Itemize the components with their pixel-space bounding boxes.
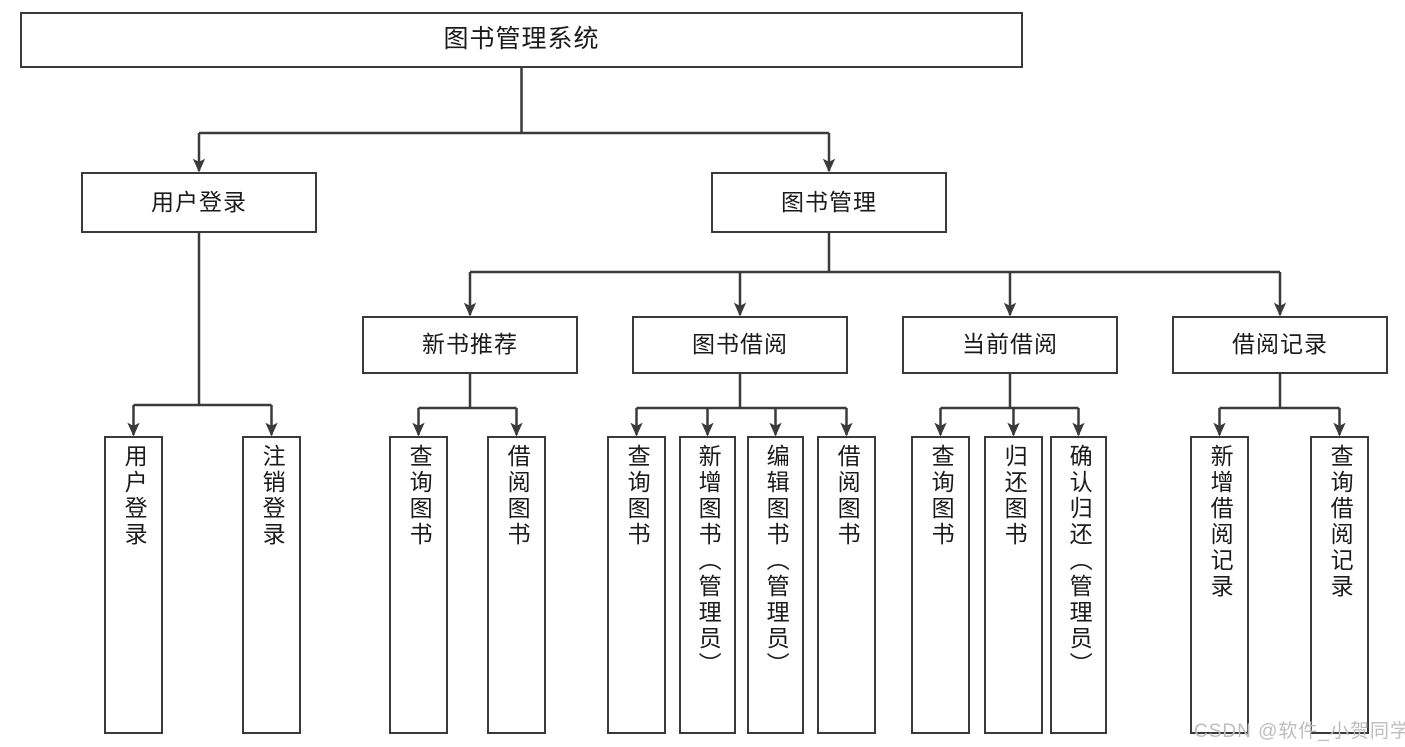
edge-group-new_book_rec: [412, 374, 523, 437]
node-leaf_borrow_book_1-label: 借阅图书: [504, 444, 531, 548]
node-leaf_query_book_3: 查询图书: [911, 436, 970, 734]
edge-group-user_login: [127, 233, 278, 437]
node-new_book_rec: 新书推荐: [362, 316, 578, 374]
node-leaf_logout: 注销登录: [242, 436, 301, 734]
node-root: 图书管理系统: [20, 12, 1023, 68]
node-user_login: 用户登录: [81, 172, 317, 233]
node-leaf_edit_book: 编辑图书（管理员）: [747, 436, 804, 734]
node-leaf_borrow_book_1: 借阅图书: [487, 436, 546, 734]
node-leaf_query_book_1: 查询图书: [389, 436, 448, 734]
node-book_manage: 图书管理: [711, 172, 947, 233]
edge-group-current_borrow: [934, 374, 1085, 437]
node-leaf_logout-label: 注销登录: [259, 444, 286, 548]
node-leaf_query_book_2-label: 查询图书: [624, 444, 651, 548]
node-new_book_rec-label: 新书推荐: [422, 331, 518, 358]
node-borrow_record: 借阅记录: [1172, 316, 1388, 374]
node-leaf_add_book-label: 新增图书（管理员）: [695, 444, 722, 678]
node-book_manage-label: 图书管理: [781, 188, 877, 215]
watermark-text: CSDN @软件_小贺同学: [1194, 721, 1405, 742]
node-leaf_query_book_3-label: 查询图书: [928, 444, 955, 548]
node-book_borrow-label: 图书借阅: [692, 331, 788, 358]
node-current_borrow: 当前借阅: [902, 316, 1118, 374]
node-borrow_record-label: 借阅记录: [1232, 331, 1328, 358]
node-leaf_confirm_return: 确认归还（管理员）: [1050, 436, 1107, 734]
node-leaf_query_book_2: 查询图书: [607, 436, 666, 734]
node-leaf_add_record-label: 新增借阅记录: [1207, 444, 1234, 600]
edge-group-borrow_record: [1213, 374, 1346, 437]
node-root-label: 图书管理系统: [443, 25, 600, 54]
node-book_borrow: 图书借阅: [632, 316, 848, 374]
node-leaf_return_book: 归还图书: [984, 436, 1043, 734]
node-leaf_borrow_book_2: 借阅图书: [817, 436, 876, 734]
node-leaf_edit_book-label: 编辑图书（管理员）: [763, 444, 790, 678]
node-leaf_query_book_1-label: 查询图书: [406, 444, 433, 548]
node-leaf_query_record: 查询借阅记录: [1310, 436, 1369, 734]
node-leaf_add_book: 新增图书（管理员）: [679, 436, 736, 734]
edge-group-root: [192, 68, 836, 173]
node-leaf_user_login: 用户登录: [104, 436, 163, 734]
node-leaf_return_book-label: 归还图书: [1001, 444, 1028, 548]
node-user_login-label: 用户登录: [151, 188, 247, 215]
node-leaf_user_login-label: 用户登录: [121, 444, 148, 548]
node-leaf_confirm_return-label: 确认归还（管理员）: [1066, 444, 1093, 678]
edge-group-book_borrow: [630, 374, 853, 437]
node-leaf_add_record: 新增借阅记录: [1190, 436, 1249, 734]
node-current_borrow-label: 当前借阅: [962, 331, 1058, 358]
edge-group-book_manage: [463, 233, 1287, 317]
node-leaf_borrow_book_2-label: 借阅图书: [834, 444, 861, 548]
node-leaf_query_record-label: 查询借阅记录: [1327, 444, 1354, 600]
